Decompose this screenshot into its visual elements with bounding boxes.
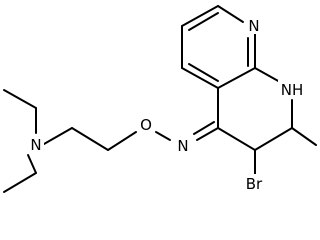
bond-c8a-nh [254, 67, 281, 83]
bond-ch2-ch2 [71, 127, 109, 151]
bond-ethyl-down-ch3 [3, 172, 37, 193]
bond-c2-methyl [291, 127, 317, 146]
bond-pyridine-bottom-left-inner [188, 63, 219, 82]
bond-oxime-double-1 [196, 127, 219, 141]
molecule-structure: N NH N O N Br [3, 5, 317, 193]
atom-n-pyridine: N [248, 17, 259, 35]
bond-pyridine-c2-n [217, 5, 244, 23]
bond-ethyl-up-ch3 [3, 89, 37, 109]
bond-o-ch2 [107, 131, 137, 151]
label-bg-o-oxime [138, 116, 154, 132]
bond-pyridine-bottom-left [181, 67, 219, 89]
bond-n-ethyl-down [27, 154, 37, 174]
bond-pyridine-top-inner [188, 12, 219, 31]
bond-ring-fusion [217, 67, 256, 89]
atom-br: Br [246, 175, 263, 193]
atom-n-oxime: N [177, 137, 188, 155]
bond-c2-c3 [254, 127, 293, 151]
bond-ch2-n [43, 127, 73, 145]
label-bg-n-pyridine [246, 18, 262, 34]
label-bg-br [240, 174, 268, 192]
atom-nh: NH [281, 81, 304, 99]
bond-n-o [155, 131, 171, 141]
bond-oxime-double-2 [193, 121, 215, 135]
atom-o-oxime: O [140, 116, 152, 134]
label-bg-nh [278, 80, 306, 98]
bond-c3-c4 [217, 127, 256, 151]
bond-pyridine-top [181, 5, 219, 27]
label-bg-n-oxime [175, 137, 191, 153]
label-bg-n-amine [28, 136, 44, 152]
atom-n-amine: N [30, 136, 41, 154]
